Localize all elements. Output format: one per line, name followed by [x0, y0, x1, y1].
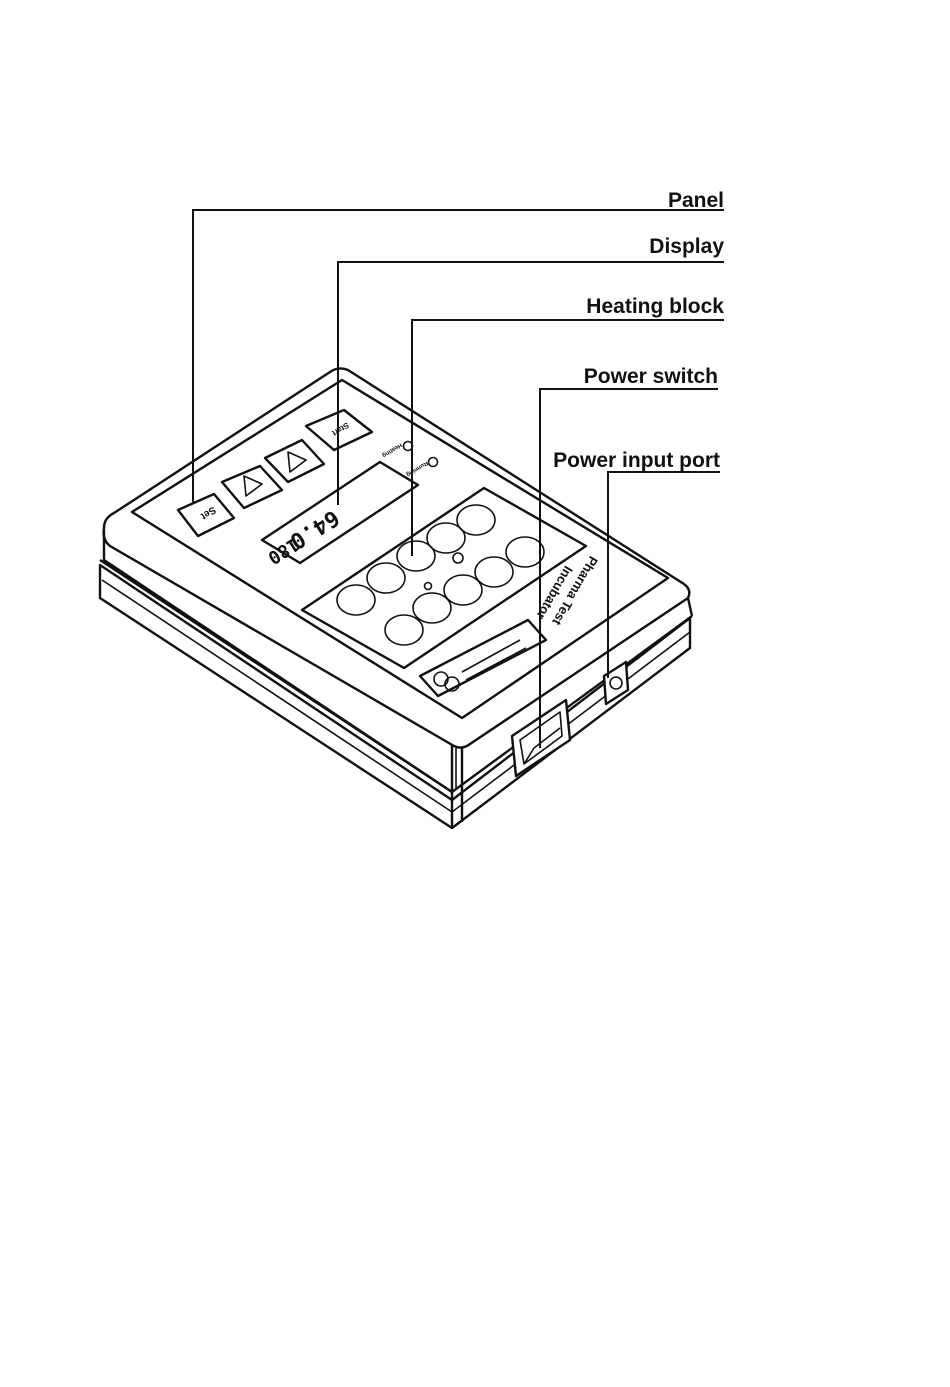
- callout-display: Display: [649, 235, 724, 258]
- callout-power-input-port: Power input port: [553, 449, 720, 472]
- callout-heating-block: Heating block: [586, 295, 724, 318]
- callout-panel: Panel: [668, 189, 724, 212]
- callout-power-switch: Power switch: [584, 365, 718, 388]
